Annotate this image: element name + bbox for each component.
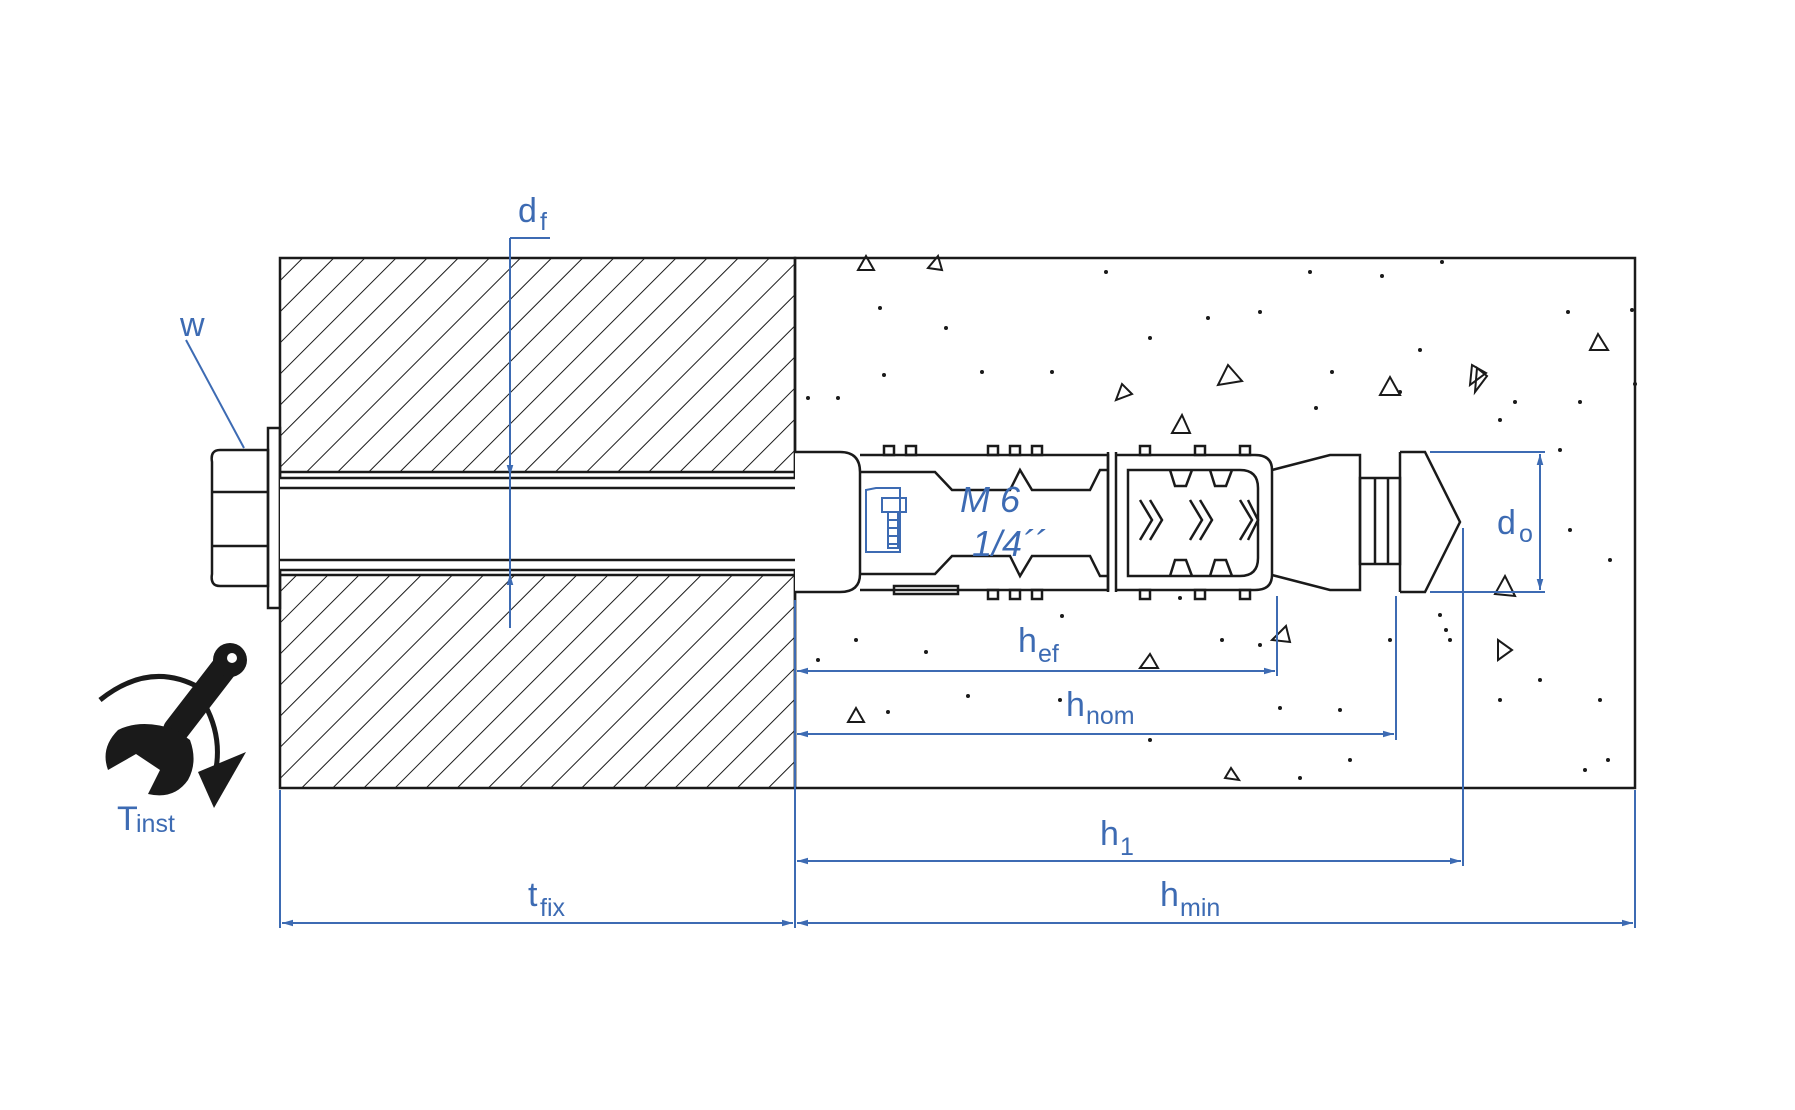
concrete-aggregate: [846, 253, 1610, 782]
svg-text:d: d: [1497, 504, 1516, 542]
hole-diameter-fixture-label: d f: [518, 192, 547, 236]
bolt-logo-icon: [865, 487, 907, 553]
dimension-lines: [185, 237, 1636, 928]
svg-text:inst: inst: [136, 810, 175, 838]
svg-text:h: h: [1018, 622, 1037, 660]
min-thickness-label: h min: [1160, 876, 1220, 922]
installation-torque-label: T inst: [117, 800, 175, 838]
svg-text:T: T: [117, 800, 138, 838]
imperial-marking: 1/4´´: [972, 523, 1046, 564]
svg-text:t: t: [528, 876, 538, 914]
torque-wrench-icon: [98, 643, 247, 808]
svg-text:f: f: [540, 208, 547, 236]
fixture-plate: [278, 256, 797, 790]
concrete-dots: [806, 260, 1637, 780]
drill-diameter-label: d o: [1497, 504, 1533, 548]
svg-text:min: min: [1180, 894, 1220, 922]
effective-depth-label: h ef: [1018, 622, 1059, 668]
threaded-rod: [280, 476, 795, 572]
svg-text:o: o: [1519, 520, 1533, 548]
svg-text:d: d: [518, 192, 537, 230]
washer-width-label: w: [179, 306, 205, 344]
svg-text:nom: nom: [1086, 702, 1135, 730]
svg-text:ef: ef: [1038, 640, 1059, 668]
drill-depth-label: h 1: [1100, 815, 1134, 861]
svg-text:1: 1: [1120, 833, 1134, 861]
svg-text:h: h: [1066, 686, 1085, 724]
svg-text:h: h: [1100, 815, 1119, 853]
thread-marking: M 6: [960, 479, 1021, 520]
anchor-body: [795, 444, 1462, 601]
washer: [266, 426, 282, 610]
svg-text:h: h: [1160, 876, 1179, 914]
svg-text:fix: fix: [540, 894, 566, 922]
fixture-thickness-label: t fix: [528, 876, 566, 922]
hex-nut: [210, 448, 270, 588]
nominal-depth-label: h nom: [1066, 686, 1135, 730]
